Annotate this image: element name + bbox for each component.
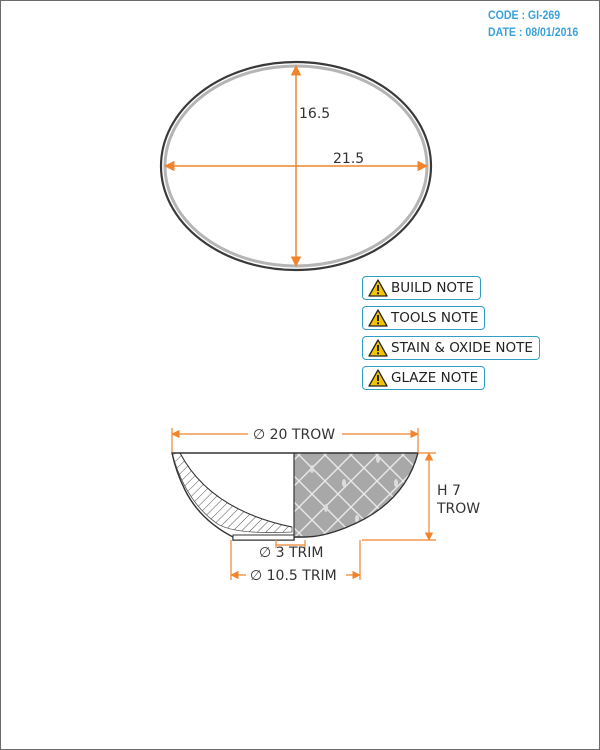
bowl-profile — [171, 452, 419, 541]
top-view: 16.5 21.5 — [159, 60, 433, 272]
top-width-label: 21.5 — [333, 151, 364, 167]
trim-inner-label: ∅ 3 TRIM — [259, 545, 324, 561]
warning-triangle-icon — [368, 369, 388, 387]
warning-triangle-icon — [368, 309, 388, 327]
tools-note-label: TOOLS NOTE — [391, 310, 479, 326]
side-view: ∅ 20 TROW H 7 TROW ∅ 3 TRIM ∅ 10.5 TRIM — [171, 424, 480, 584]
warning-triangle-icon — [368, 339, 388, 357]
height-label-line2: TROW — [436, 501, 480, 517]
build-note-label: BUILD NOTE — [391, 280, 474, 296]
warning-triangle-icon — [368, 279, 388, 297]
top-diameter-label: ∅ 20 TROW — [253, 427, 335, 443]
glaze-note-button[interactable]: GLAZE NOTE — [362, 366, 486, 390]
wall-section-hatch — [171, 452, 293, 533]
trim-outer-label: ∅ 10.5 TRIM — [250, 568, 337, 584]
build-note-button[interactable]: BUILD NOTE — [362, 276, 481, 300]
tools-note-button[interactable]: TOOLS NOTE — [362, 306, 486, 330]
foot-ring — [232, 534, 295, 541]
code-label: CODE : GI-269 — [488, 8, 561, 22]
stain-oxide-note-label: STAIN & OXIDE NOTE — [391, 340, 533, 356]
height-label-line1: H 7 — [437, 483, 461, 499]
glaze-section — [294, 453, 418, 538]
date-label: DATE : 08/01/2016 — [488, 25, 579, 39]
drawing-meta: CODE : GI-269 DATE : 08/01/2016 — [488, 7, 578, 41]
top-height-label: 16.5 — [299, 106, 330, 122]
stain-oxide-note-button[interactable]: STAIN & OXIDE NOTE — [362, 336, 540, 360]
glaze-note-label: GLAZE NOTE — [391, 370, 479, 386]
